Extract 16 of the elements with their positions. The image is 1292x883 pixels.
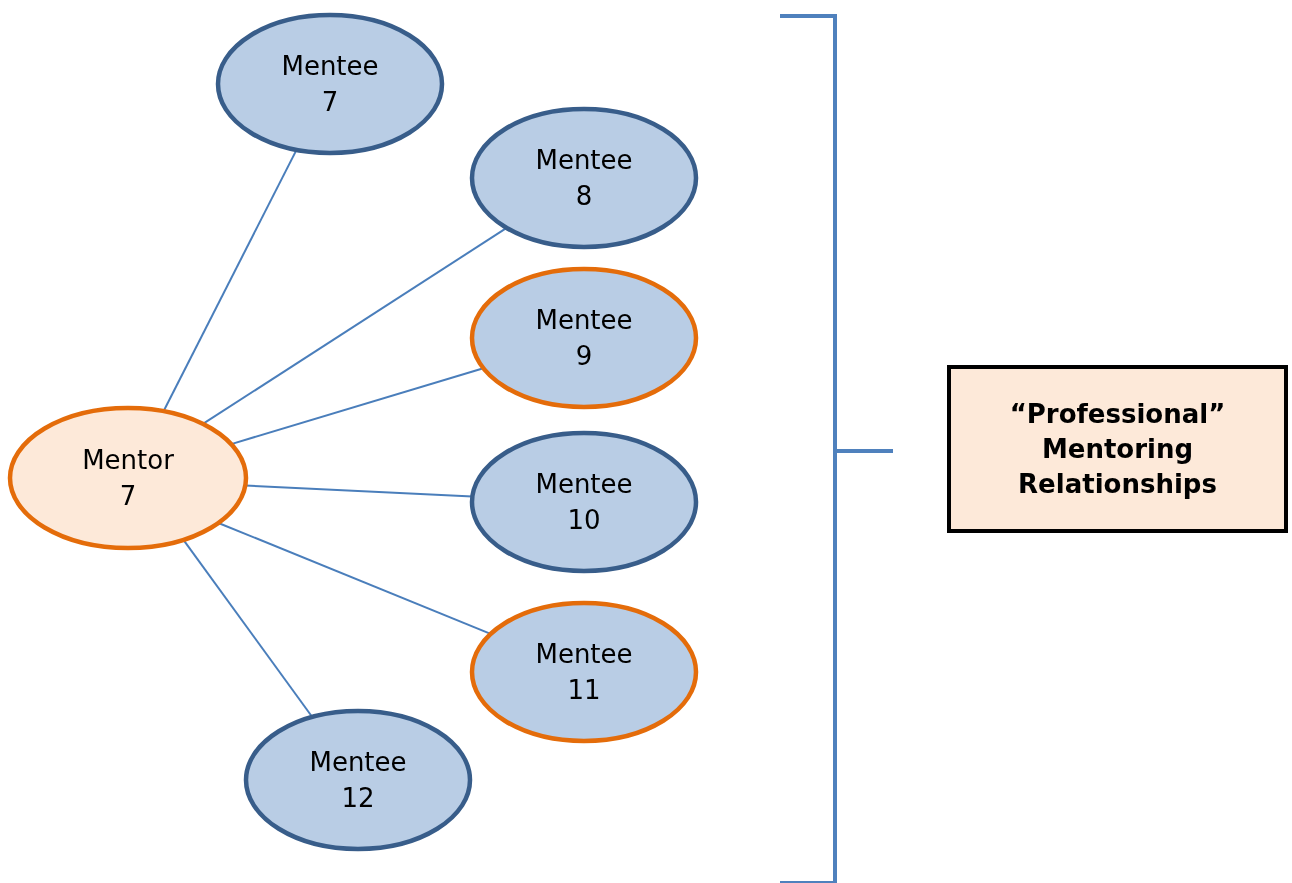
text-box (947, 365, 1288, 533)
ellipse-node (244, 709, 472, 851)
node-label: Mentee 8 (534, 144, 634, 213)
node-label: Mentee 11 (534, 638, 634, 707)
node-label: Mentee 9 (534, 304, 634, 373)
node-label: Mentor 7 (81, 444, 175, 513)
ellipse-node (470, 107, 698, 249)
ellipse-node (216, 13, 444, 155)
node-label: Mentee 12 (308, 746, 408, 815)
node-label: Mentee 7 (280, 50, 380, 119)
ellipse-node (470, 267, 698, 409)
ellipse-node (470, 601, 698, 743)
node-label: Mentee 10 (534, 468, 634, 537)
ellipse-node (8, 406, 248, 550)
ellipse-node (470, 431, 698, 573)
box-label: “Professional” Mentoring Relationships (1008, 397, 1227, 501)
